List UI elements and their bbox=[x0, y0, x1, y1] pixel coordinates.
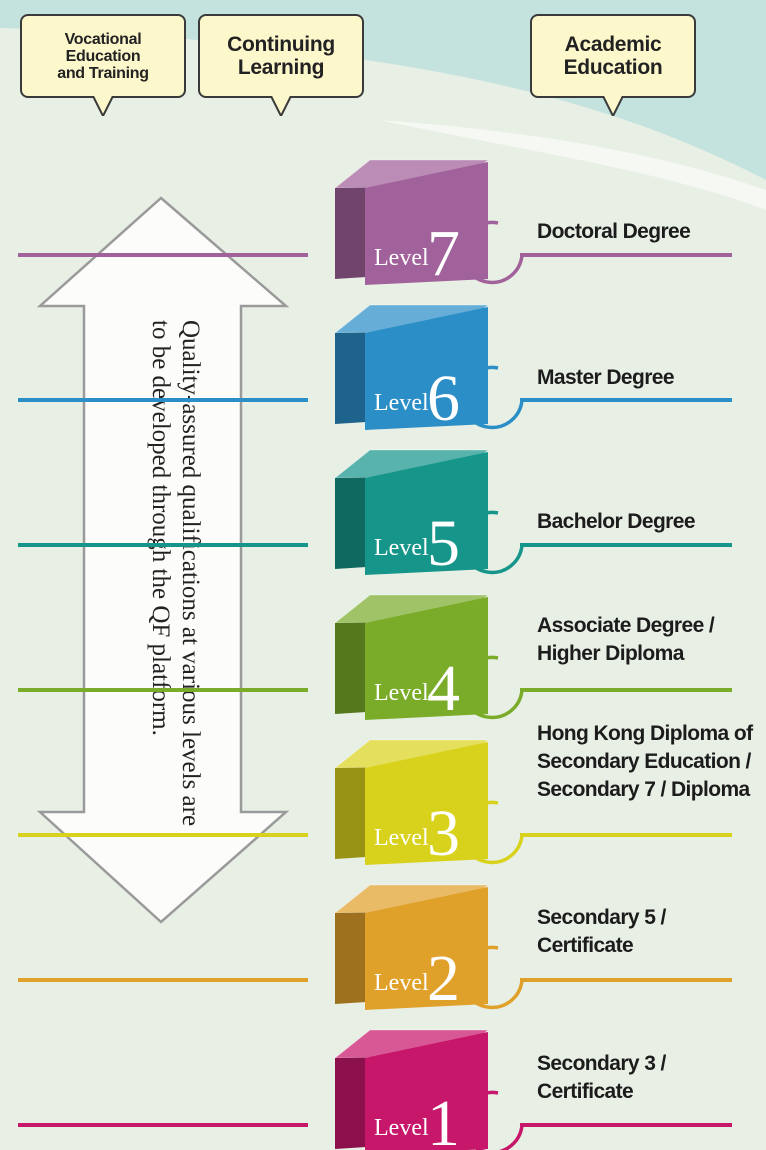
level-1-qualification: Secondary 3 / Certificate bbox=[537, 1052, 666, 1103]
continuing-callout-pointer bbox=[270, 96, 292, 116]
level-7-qualification: Doctoral Degree bbox=[537, 220, 691, 243]
level-1-word: Level bbox=[374, 1115, 429, 1141]
level-7-word: Level bbox=[374, 245, 429, 271]
academic-education-label: Academic Education bbox=[563, 33, 663, 79]
continuing-learning-label: Continuing Learning bbox=[227, 33, 335, 79]
level-4-qualification: Associate Degree / Higher Diploma bbox=[537, 614, 715, 665]
double-arrow-icon bbox=[36, 196, 290, 924]
continuing-learning-callout: Continuing Learning bbox=[198, 14, 364, 98]
vocational-education-label: Vocational Education and Training bbox=[57, 30, 149, 82]
level-6-number: 6 bbox=[427, 362, 460, 435]
academic-callout-pointer bbox=[602, 96, 624, 116]
level-2-number: 2 bbox=[427, 942, 460, 1015]
level-3-number: 3 bbox=[427, 797, 460, 870]
level-4-word: Level bbox=[374, 680, 429, 706]
level-3-word: Level bbox=[374, 825, 429, 851]
vocational-callout-pointer bbox=[92, 96, 114, 116]
academic-education-callout: Academic Education bbox=[530, 14, 696, 98]
level-5-qualification: Bachelor Degree bbox=[537, 510, 696, 533]
level-1-number: 1 bbox=[427, 1087, 460, 1150]
level-6-word: Level bbox=[374, 390, 429, 416]
level-7-number: 7 bbox=[427, 217, 460, 290]
level-5-word: Level bbox=[374, 535, 429, 561]
level-2-qualification: Secondary 5 / Certificate bbox=[537, 906, 666, 957]
level-4-number: 4 bbox=[427, 652, 460, 725]
level-5-number: 5 bbox=[427, 507, 460, 580]
vocational-education-callout: Vocational Education and Training bbox=[20, 14, 186, 98]
level-3-qualification: Hong Kong Diploma of Secondary Education… bbox=[537, 722, 753, 801]
level-2-word: Level bbox=[374, 970, 429, 996]
level-6-qualification: Master Degree bbox=[537, 366, 675, 389]
